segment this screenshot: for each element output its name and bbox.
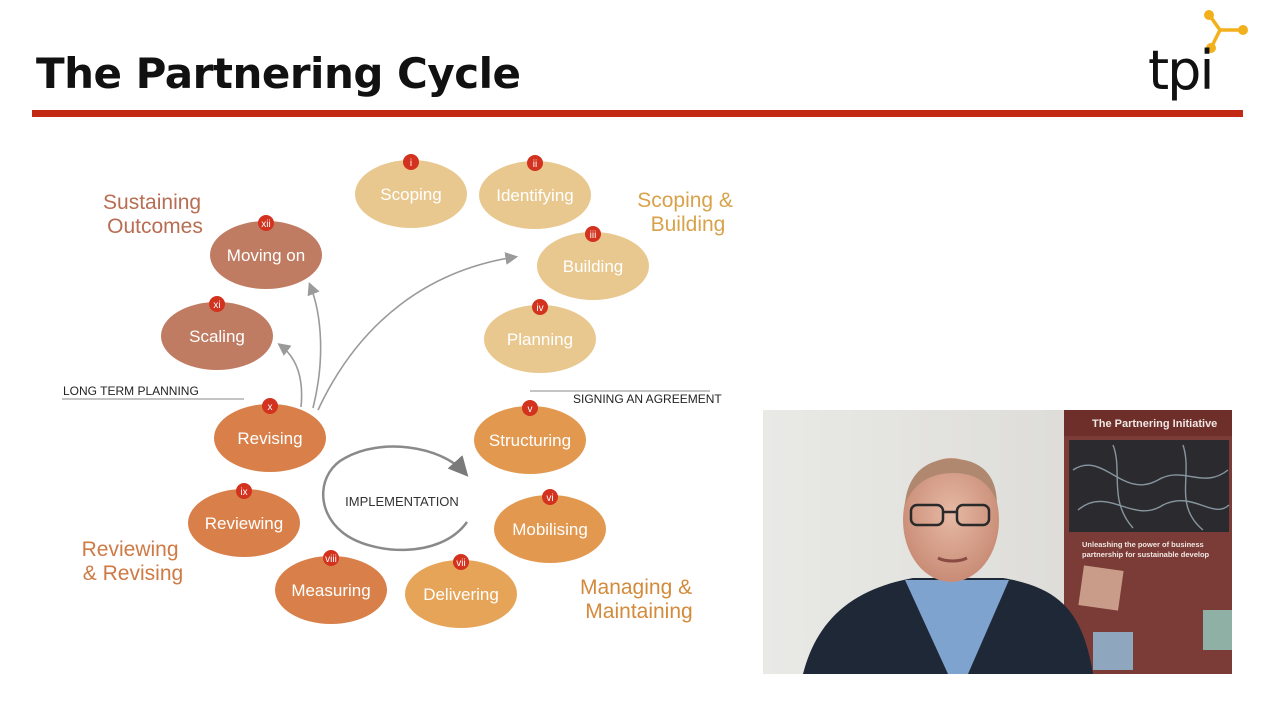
arrow-to-building — [317, 252, 519, 411]
network-icon — [1204, 10, 1248, 53]
banner-title: The Partnering Initiative — [1092, 418, 1217, 430]
stage-bubble — [405, 560, 517, 628]
presenter-shirt — [905, 580, 1009, 674]
banner-subtitle-2: partnership for sustainable develop — [1082, 550, 1210, 559]
stage-bubble — [355, 160, 467, 228]
stage-label: Scaling — [189, 327, 245, 346]
stage-label: Revising — [237, 429, 302, 448]
stage-bubble — [479, 161, 591, 229]
stage-number-badge — [527, 155, 543, 171]
stage-numeral: v — [528, 404, 533, 415]
stage-label: Scoping — [380, 185, 441, 204]
stage-numeral: viii — [325, 554, 337, 565]
stage-numeral: iii — [590, 230, 597, 241]
stage-bubble — [494, 495, 606, 563]
stage-label: Measuring — [291, 581, 370, 600]
presenter-video: The Partnering Initiative Unleashing the… — [763, 410, 1232, 674]
stage-numeral: ix — [240, 487, 247, 498]
phase-label-managing-maintaining: Managing & Maintaining — [580, 576, 698, 623]
stage-number-badge — [453, 554, 469, 570]
glasses-icon — [909, 503, 991, 527]
stage-number-badge — [209, 296, 225, 312]
stage-number-badge — [258, 215, 274, 231]
stage-bubble — [474, 406, 586, 474]
stage-label: Identifying — [496, 186, 574, 205]
stage-bubble — [484, 305, 596, 373]
stage-number-badge — [262, 398, 278, 414]
stage-bubble — [210, 221, 322, 289]
stage-number-badge — [542, 489, 558, 505]
stage-bubble — [275, 556, 387, 624]
partnering-cycle-diagram: LONG TERM PLANNING SIGNING AN AGREEMENT … — [62, 154, 739, 628]
stage-bubble — [214, 404, 326, 472]
stage-bubble — [161, 302, 273, 370]
implementation-loop — [321, 445, 469, 552]
stage-label: Moving on — [227, 246, 305, 265]
phase-label-scoping-building: Scoping & Building — [637, 189, 739, 236]
stage-number-badge — [323, 550, 339, 566]
arrow-to-moving-on — [307, 282, 322, 409]
stage-numeral: ii — [533, 159, 537, 170]
title-divider — [32, 110, 1243, 117]
stage-label: Mobilising — [512, 520, 588, 539]
agreement-label: SIGNING AN AGREEMENT — [573, 392, 722, 406]
stage-label: Planning — [507, 330, 573, 349]
phase-label-reviewing-revising: Reviewing & Revising — [82, 538, 185, 585]
stage-bubble — [188, 489, 300, 557]
phase-label-sustaining-outcomes: Sustaining Outcomes — [103, 191, 207, 238]
stage-number-badge — [403, 154, 419, 170]
stage-number-badge — [585, 226, 601, 242]
implementation-label: IMPLEMENTATION — [345, 494, 459, 509]
stage-label: Reviewing — [205, 514, 283, 533]
stage-numeral: xi — [213, 300, 220, 311]
stage-label: Delivering — [423, 585, 499, 604]
stage-label: Building — [563, 257, 624, 276]
logo: tpi — [1148, 39, 1214, 102]
stage-numeral: vii — [456, 558, 465, 569]
stage-number-badge — [236, 483, 252, 499]
stage-numeral: x — [268, 402, 273, 413]
video-frame: The Partnering Initiative Unleashing the… — [763, 410, 1232, 674]
stage-number-badge — [522, 400, 538, 416]
stage-numeral: iv — [536, 303, 543, 314]
long-term-label: LONG TERM PLANNING — [63, 384, 199, 398]
banner-subtitle-1: Unleashing the power of business — [1082, 540, 1204, 549]
stage-numeral: vi — [546, 493, 553, 504]
stage-number-badge — [532, 299, 548, 315]
stage-bubble — [537, 232, 649, 300]
slide-title: The Partnering Cycle — [36, 49, 521, 98]
stage-numeral: i — [410, 158, 412, 169]
stage-numeral: xii — [261, 219, 270, 230]
presenter-face — [903, 458, 999, 582]
stage-label: Structuring — [489, 431, 571, 450]
arrow-to-scaling — [277, 343, 303, 408]
